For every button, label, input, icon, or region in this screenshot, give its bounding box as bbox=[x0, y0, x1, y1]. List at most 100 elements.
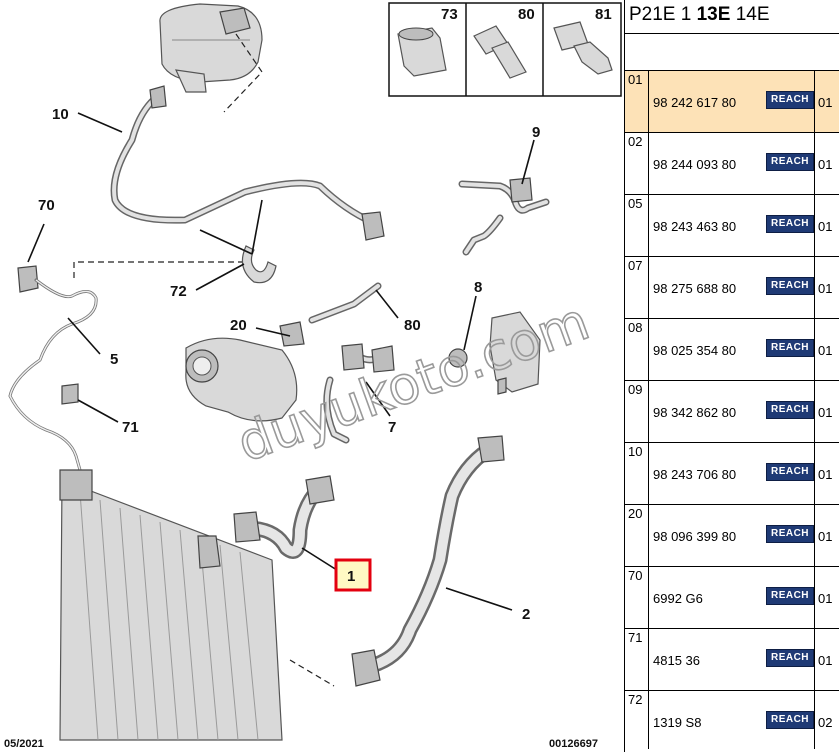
row-reference: 98 242 617 80 bbox=[653, 95, 737, 110]
spacer-nut-73-icon[interactable] bbox=[397, 27, 447, 77]
row-position: 08 bbox=[625, 319, 649, 380]
reach-badge: REACH bbox=[766, 277, 814, 295]
reach-badge: REACH bbox=[766, 339, 814, 357]
row-quantity: 01 bbox=[814, 257, 839, 318]
row-position: 71 bbox=[625, 629, 649, 690]
expansion-tank[interactable] bbox=[159, 3, 263, 93]
connector-71[interactable] bbox=[61, 383, 79, 405]
hose-clip-72[interactable] bbox=[241, 245, 277, 284]
row-quantity: 01 bbox=[814, 133, 839, 194]
callout-7[interactable]: 7 bbox=[388, 419, 396, 436]
callout-2[interactable]: 2 bbox=[522, 606, 530, 623]
table-row[interactable]: 09 98 342 862 80 REACH 01 bbox=[625, 381, 839, 443]
header-part-1: P21E 1 bbox=[629, 4, 697, 25]
row-reference: 1319 S8 bbox=[653, 715, 702, 730]
exploded-parts-diagram: 10 70 72 9 5 20 80 8 71 7 2 1 73 80 81 bbox=[4, 2, 622, 750]
parts-table: P21E 1 13E 14E 01 98 242 617 80 REACH 01… bbox=[624, 0, 839, 752]
table-spacer bbox=[625, 34, 839, 71]
row-quantity: 01 bbox=[814, 505, 839, 566]
row-quantity: 01 bbox=[814, 71, 839, 132]
table-row[interactable]: 20 98 096 399 80 REACH 01 bbox=[625, 505, 839, 567]
row-reference: 98 275 688 80 bbox=[653, 281, 737, 296]
diagram-date: 05/2021 bbox=[4, 738, 44, 750]
bolt-80-icon[interactable] bbox=[473, 25, 527, 79]
callout-10[interactable]: 10 bbox=[52, 106, 69, 123]
callout-1: 1 bbox=[347, 568, 355, 585]
row-quantity: 02 bbox=[814, 691, 839, 749]
row-position: 02 bbox=[625, 133, 649, 194]
reach-badge: REACH bbox=[766, 587, 814, 605]
reach-badge: REACH bbox=[766, 153, 814, 171]
table-row[interactable]: 02 98 244 093 80 REACH 01 bbox=[625, 133, 839, 195]
callout-5[interactable]: 5 bbox=[110, 351, 118, 368]
row-quantity: 01 bbox=[814, 443, 839, 504]
row-position: 01 bbox=[625, 71, 649, 132]
radiator-hose-2[interactable] bbox=[351, 435, 505, 687]
reach-badge: REACH bbox=[766, 91, 814, 109]
table-row[interactable]: 07 98 275 688 80 REACH 01 bbox=[625, 257, 839, 319]
callout-71[interactable]: 71 bbox=[122, 419, 139, 436]
row-reference: 98 243 463 80 bbox=[653, 219, 737, 234]
diagram-number: 00126697 bbox=[549, 738, 598, 750]
table-header: P21E 1 13E 14E bbox=[625, 0, 839, 34]
callout-1-selected[interactable]: 1 bbox=[334, 558, 372, 592]
row-position: 09 bbox=[625, 381, 649, 442]
callout-9[interactable]: 9 bbox=[532, 124, 540, 141]
table-row[interactable]: 72 1319 S8 REACH 02 bbox=[625, 691, 839, 749]
fastener-81-label: 81 bbox=[595, 6, 612, 23]
row-reference: 98 244 093 80 bbox=[653, 157, 737, 172]
row-quantity: 01 bbox=[814, 567, 839, 628]
row-quantity: 01 bbox=[814, 319, 839, 380]
water-outlet-housing-20[interactable] bbox=[185, 321, 305, 422]
row-position: 20 bbox=[625, 505, 649, 566]
fastener-box: 73 80 81 bbox=[388, 2, 622, 97]
row-position: 05 bbox=[625, 195, 649, 256]
callout-20[interactable]: 20 bbox=[230, 317, 247, 334]
wiring-harness-5[interactable] bbox=[8, 278, 98, 472]
coolant-pipe-7[interactable] bbox=[308, 282, 395, 444]
callout-labels: 10 70 72 9 5 20 80 8 71 7 2 bbox=[38, 106, 540, 623]
row-quantity: 01 bbox=[814, 195, 839, 256]
fastener-80-label: 80 bbox=[518, 6, 535, 23]
reach-badge: REACH bbox=[766, 649, 814, 667]
auxiliary-pump-8[interactable] bbox=[448, 311, 541, 395]
row-reference: 98 096 399 80 bbox=[653, 529, 737, 544]
reach-badge: REACH bbox=[766, 525, 814, 543]
radiator-hose-1[interactable] bbox=[233, 475, 335, 559]
coolant-pipe-9[interactable] bbox=[458, 177, 550, 256]
callout-72[interactable]: 72 bbox=[170, 283, 187, 300]
row-reference: 98 025 354 80 bbox=[653, 343, 737, 358]
fastener-73-label: 73 bbox=[441, 6, 458, 23]
row-reference: 98 243 706 80 bbox=[653, 467, 737, 482]
row-reference: 6992 G6 bbox=[653, 591, 703, 606]
row-reference: 98 342 862 80 bbox=[653, 405, 737, 420]
row-position: 70 bbox=[625, 567, 649, 628]
row-position: 72 bbox=[625, 691, 649, 749]
reach-badge: REACH bbox=[766, 401, 814, 419]
callout-80[interactable]: 80 bbox=[404, 317, 421, 334]
table-row[interactable]: 01 98 242 617 80 REACH 01 bbox=[625, 71, 839, 133]
radiator[interactable] bbox=[59, 469, 283, 741]
callout-8[interactable]: 8 bbox=[474, 279, 482, 296]
row-position: 10 bbox=[625, 443, 649, 504]
reach-badge: REACH bbox=[766, 711, 814, 729]
header-part-3: 14E bbox=[730, 4, 770, 25]
row-quantity: 01 bbox=[814, 629, 839, 690]
table-row[interactable]: 05 98 243 463 80 REACH 01 bbox=[625, 195, 839, 257]
bolt-81-icon[interactable] bbox=[553, 21, 613, 75]
row-quantity: 01 bbox=[814, 381, 839, 442]
table-row[interactable]: 10 98 243 706 80 REACH 01 bbox=[625, 443, 839, 505]
row-position: 07 bbox=[625, 257, 649, 318]
table-row[interactable]: 70 6992 G6 REACH 01 bbox=[625, 567, 839, 629]
reach-badge: REACH bbox=[766, 215, 814, 233]
reach-badge: REACH bbox=[766, 463, 814, 481]
callout-70[interactable]: 70 bbox=[38, 197, 55, 214]
sensor-70[interactable] bbox=[17, 265, 39, 293]
leader-lines bbox=[27, 112, 535, 611]
degas-hose-10[interactable] bbox=[110, 85, 385, 241]
row-reference: 4815 36 bbox=[653, 653, 700, 668]
table-row[interactable]: 71 4815 36 REACH 01 bbox=[625, 629, 839, 691]
parts-rows: 01 98 242 617 80 REACH 01 02 98 244 093 … bbox=[625, 71, 839, 749]
table-row[interactable]: 08 98 025 354 80 REACH 01 bbox=[625, 319, 839, 381]
header-part-selected: 13E bbox=[696, 4, 731, 25]
